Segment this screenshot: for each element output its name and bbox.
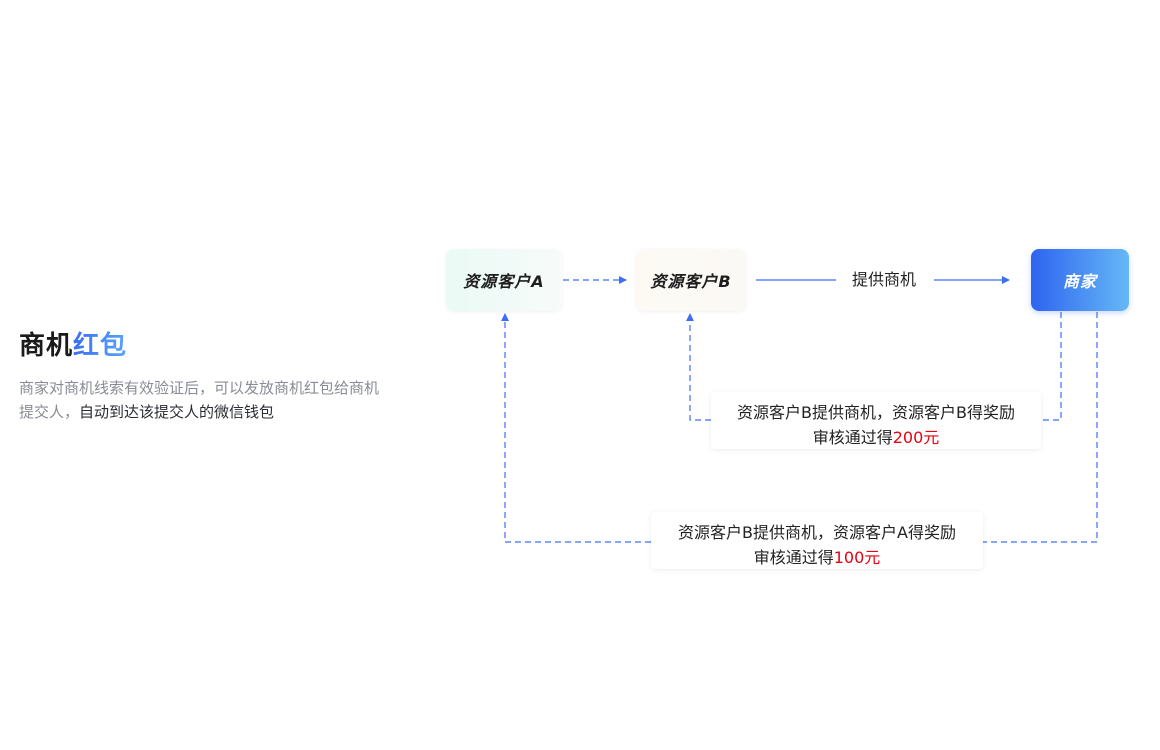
reward-b-amount: 200元 bbox=[892, 428, 940, 447]
reward-a-prefix: 审核通过得 bbox=[753, 548, 834, 567]
reward-b-line2: 审核通过得200元 bbox=[711, 425, 1041, 450]
desc-text: 商家对商机线索有效验证后，可以发放商机红包给商机提交人， bbox=[19, 379, 380, 421]
intro-section: 商机红包 商家对商机线索有效验证后，可以发放商机红包给商机提交人，自动到达该提交… bbox=[19, 328, 389, 424]
reward-a-line2: 审核通过得100元 bbox=[651, 545, 983, 570]
node-merchant: 商家 bbox=[1031, 249, 1129, 311]
reward-b-line1: 资源客户B提供商机，资源客户B得奖励 bbox=[737, 403, 1015, 422]
reward-box-b: 资源客户B提供商机，资源客户B得奖励 审核通过得200元 bbox=[711, 392, 1041, 449]
reward-arrow-to-a bbox=[501, 313, 651, 543]
reward-box-a: 资源客户B提供商机，资源客户A得奖励 审核通过得100元 bbox=[651, 512, 983, 569]
title-main: 商机 bbox=[19, 331, 74, 361]
node-customer-a: 资源客户A bbox=[446, 249, 562, 311]
page-title: 商机红包 bbox=[19, 328, 389, 364]
reward-path-a bbox=[983, 312, 1098, 543]
title-accent: 红包 bbox=[73, 331, 128, 361]
reward-a-amount: 100元 bbox=[833, 548, 881, 567]
desc-strong-text: 自动到达该提交人的微信钱包 bbox=[79, 403, 275, 421]
reward-path-b bbox=[1041, 312, 1062, 421]
reward-b-prefix: 审核通过得 bbox=[812, 428, 893, 447]
reward-arrow-to-b bbox=[686, 313, 711, 421]
node-customer-b: 资源客户B bbox=[636, 249, 746, 311]
reward-a-line1: 资源客户B提供商机，资源客户A得奖励 bbox=[678, 523, 956, 542]
intro-description: 商家对商机线索有效验证后，可以发放商机红包给商机提交人，自动到达该提交人的微信钱… bbox=[19, 376, 389, 424]
flow-label-provide-lead: 提供商机 bbox=[838, 268, 930, 292]
